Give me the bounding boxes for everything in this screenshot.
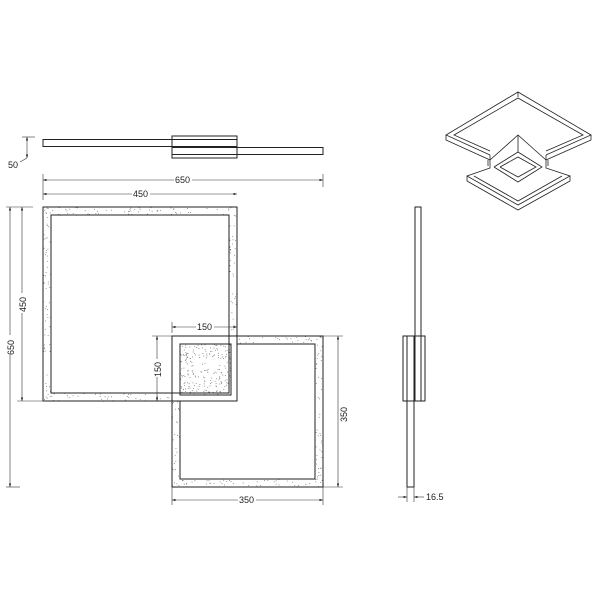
dim-label-50: 50: [8, 160, 18, 170]
dimension-350-height: 350: [323, 335, 349, 488]
dim-label-150-vertical: 150: [153, 362, 163, 377]
dim-label-450: 450: [133, 189, 148, 199]
dimension-450-width: 450: [43, 189, 237, 199]
dimension-50: 50: [8, 136, 35, 170]
front-view: [42, 206, 324, 488]
dim-label-150-horizontal: 150: [197, 322, 212, 332]
dim-label-650-vertical: 650: [6, 340, 16, 355]
dim-label-350-horizontal: 350: [239, 495, 254, 505]
dimension-150-height: 150: [152, 335, 172, 401]
dim-label-650: 650: [175, 175, 190, 185]
isometric-view: [445, 91, 592, 211]
stipple-texture: [43, 207, 324, 488]
side-view: [402, 206, 426, 488]
top-profile-view: [42, 135, 324, 159]
dim-label-350-vertical: 350: [339, 407, 349, 422]
dimension-650-height: 650: [5, 206, 33, 488]
dim-label-16-5: 16.5: [426, 492, 444, 502]
dimension-350-width: 350: [171, 487, 324, 505]
dimension-16-5: 16.5: [398, 487, 444, 502]
dimension-650-width: 650: [42, 174, 324, 200]
dimension-150-width: 150: [171, 322, 237, 333]
dimension-450-height: 450: [17, 207, 43, 402]
dim-label-450-vertical: 450: [18, 297, 28, 312]
